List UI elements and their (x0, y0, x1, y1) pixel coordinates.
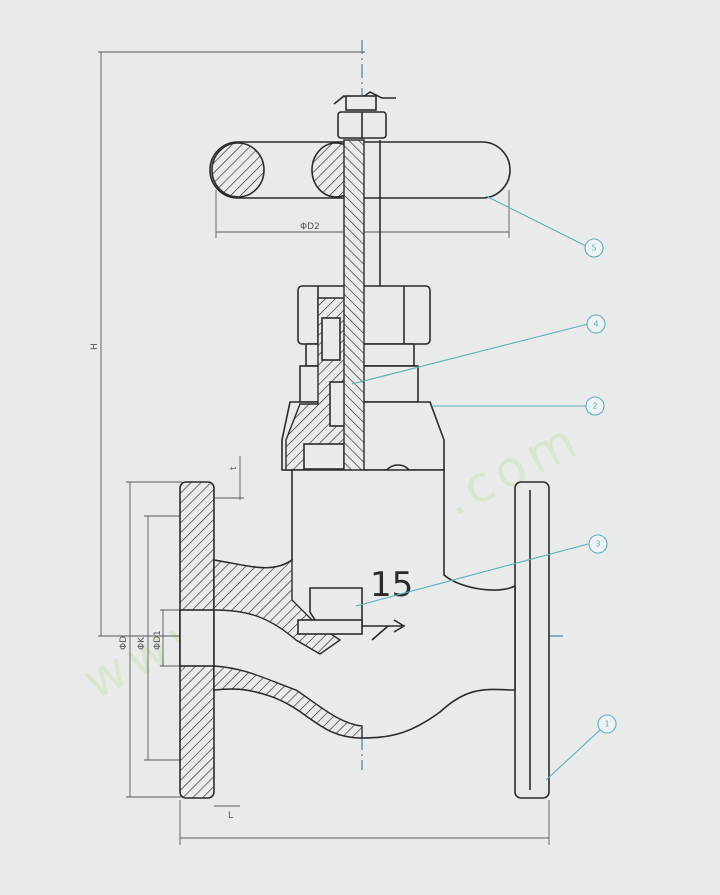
callout-leaders (351, 195, 601, 781)
casting-mark: 15 (370, 565, 413, 605)
callout-1-label: 1 (604, 720, 609, 729)
dim-label-handwheel: ΦD2 (300, 222, 320, 232)
callout-2: 2 (585, 396, 605, 416)
callout-5-label: 5 (591, 244, 596, 253)
dim-label-flange-2: ΦD1 (153, 630, 163, 650)
dim-label-thickness: t (229, 466, 239, 470)
callout-1: 1 (597, 714, 617, 734)
dim-label-length: L (228, 811, 233, 821)
stem-nut (333, 91, 396, 139)
dim-label-flange-1: ΦK (137, 636, 147, 650)
callout-3-label: 3 (595, 540, 600, 549)
callout-2-label: 2 (592, 402, 597, 411)
callout-4: 4 (586, 314, 606, 334)
callout-4-label: 4 (593, 320, 598, 329)
dim-label-flange-0: ΦD (119, 636, 129, 650)
valve-body (179, 469, 550, 799)
dim-label-height: H (90, 343, 100, 350)
callout-5: 5 (584, 238, 604, 258)
callout-3: 3 (588, 534, 608, 554)
